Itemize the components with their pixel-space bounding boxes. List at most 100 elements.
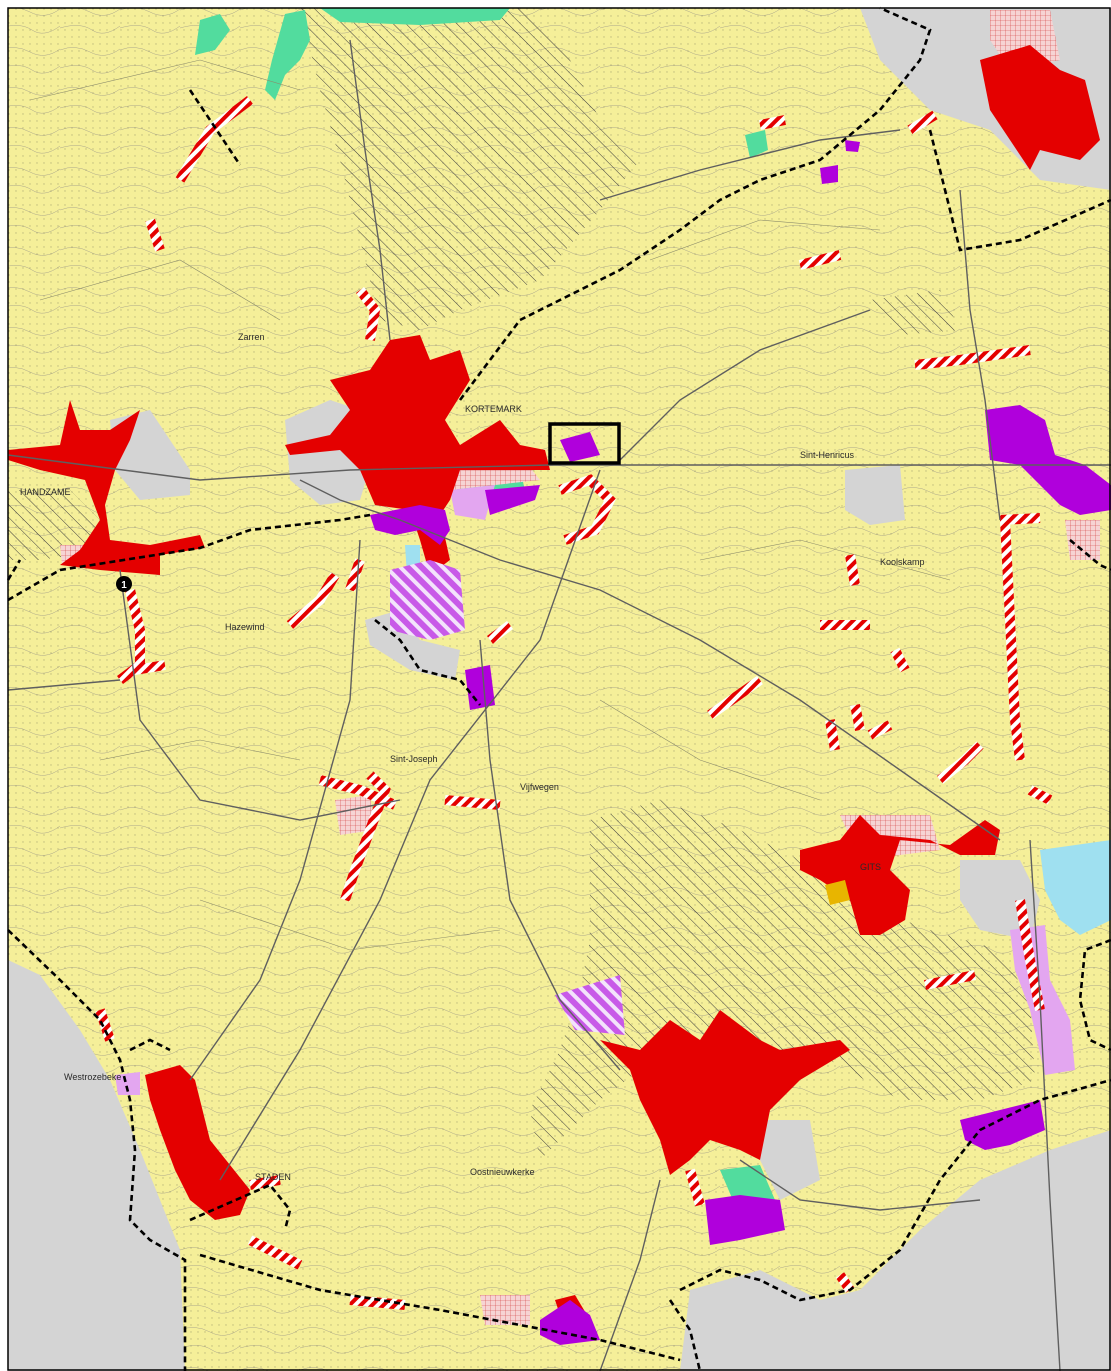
road-12 xyxy=(1029,839,1061,1371)
nature-area-3 xyxy=(320,8,510,25)
boundary-4 xyxy=(928,129,1111,252)
ribbon-26 xyxy=(924,970,976,990)
industrial-light-staden xyxy=(115,1072,140,1095)
road-10 xyxy=(599,129,901,201)
industrial-area-kortemark-south xyxy=(370,505,450,545)
minor-road-5 xyxy=(699,539,951,581)
residential-core-northeast xyxy=(980,45,1100,170)
nature-area-2 xyxy=(265,10,310,100)
ribbon-24 xyxy=(340,771,391,902)
highlight-frame[interactable] xyxy=(548,422,621,465)
label-kortemark: KORTEMARK xyxy=(465,404,522,414)
residential-core-staden xyxy=(145,1065,250,1220)
road-8 xyxy=(739,1159,981,1211)
label-gits: GITS xyxy=(860,862,881,872)
hatched-zone-north xyxy=(300,8,640,330)
ribbon-25 xyxy=(444,795,501,810)
nature-area-4 xyxy=(745,130,768,158)
ribbon-21 xyxy=(1000,519,1025,761)
ribbon-31 xyxy=(247,1235,303,1270)
industrial-area-bottom xyxy=(540,1300,600,1345)
municipal-boundaries xyxy=(6,6,1111,1371)
label-staden: STADEN xyxy=(255,1172,291,1182)
industrial-area-kortemark-south-2 xyxy=(465,665,495,710)
boundary-5 xyxy=(1069,539,1111,572)
urban-area-southwest xyxy=(8,960,185,1371)
boundary-8 xyxy=(6,559,22,581)
label-zarren: Zarren xyxy=(238,332,265,342)
residential-extension-sint-joseph xyxy=(335,795,375,835)
road-3 xyxy=(959,189,1001,521)
ribbon-35 xyxy=(487,621,513,644)
industrial-area-small-2 xyxy=(845,140,860,152)
minor-road-1 xyxy=(29,59,301,101)
boundary-2 xyxy=(7,513,371,602)
industrial-area-east xyxy=(985,405,1111,515)
ribbon-7 xyxy=(914,345,1031,370)
map-border xyxy=(7,7,1111,1371)
label-westrozebeke: Westrozebeke xyxy=(64,1072,121,1082)
label-sint-henricus: Sint-Henricus xyxy=(800,450,855,460)
ribbon-27 xyxy=(1015,899,1045,1011)
minor-roads xyxy=(29,59,951,951)
road-5 xyxy=(479,639,621,1071)
boundary-1 xyxy=(188,89,242,166)
hatched-zone-east xyxy=(870,290,960,335)
residential-core-south xyxy=(600,1010,850,1175)
ribbon-17 xyxy=(825,719,840,751)
hatched-zone-southeast xyxy=(530,800,1035,1160)
location-marker[interactable]: 1 xyxy=(116,576,132,592)
ribbon-3 xyxy=(356,287,381,341)
ribbon-developments xyxy=(95,96,1053,1310)
ribbon-34 xyxy=(835,1272,855,1293)
industrial-area-kortemark-east xyxy=(485,485,540,515)
boundary-9 xyxy=(199,1253,681,1362)
ribbon-19 xyxy=(867,720,893,740)
urban-area-south xyxy=(760,1120,820,1200)
label-sint-joseph: Sint-Joseph xyxy=(390,754,438,764)
urban-area-sint-henricus xyxy=(845,465,905,525)
road-13 xyxy=(599,1179,661,1371)
ribbon-1 xyxy=(175,96,253,183)
label-vijfwegen: Vijfwegen xyxy=(520,782,559,792)
minor-road-7 xyxy=(649,219,881,261)
boundary-6 xyxy=(374,618,482,706)
recreation-area-east xyxy=(1040,840,1111,935)
industrial-reserve-kortemark xyxy=(390,560,465,640)
ribbon-11 xyxy=(117,588,145,684)
ribbon-18 xyxy=(850,704,865,731)
boundary-12 xyxy=(129,1038,171,1052)
ribbon-32 xyxy=(349,1295,406,1310)
industrial-area-south xyxy=(705,1195,785,1245)
minor-road-4 xyxy=(199,899,501,951)
ribbon-14 xyxy=(845,554,860,586)
residential-extension-east xyxy=(1065,520,1100,560)
ribbon-33 xyxy=(685,1168,705,1207)
road-9 xyxy=(7,679,121,691)
ribbon-28 xyxy=(1027,785,1053,805)
marker-circle xyxy=(116,576,132,592)
minor-road-3 xyxy=(599,699,821,801)
marker-label: 1 xyxy=(121,580,127,591)
ribbon-20 xyxy=(936,741,984,784)
ribbon-8 xyxy=(558,474,617,545)
railway-line xyxy=(7,454,1111,481)
minor-road-6 xyxy=(99,739,301,761)
industrial-reserve-south xyxy=(555,975,625,1035)
industrial-area-southeast xyxy=(960,1100,1045,1150)
boundary-3 xyxy=(458,6,932,401)
industrial-area-project xyxy=(560,432,600,462)
ribbon-15 xyxy=(890,647,910,673)
ribbon-12 xyxy=(134,660,166,675)
ribbon-6 xyxy=(907,110,938,135)
boundary-10 xyxy=(679,1078,1111,1302)
urban-area-kortemark-south xyxy=(365,610,460,680)
road-4 xyxy=(189,539,361,1081)
ribbon-2 xyxy=(145,218,165,252)
road-1 xyxy=(299,479,1001,841)
road-6 xyxy=(219,469,601,1181)
special-use-area xyxy=(825,880,850,905)
ribbon-16 xyxy=(707,675,763,720)
